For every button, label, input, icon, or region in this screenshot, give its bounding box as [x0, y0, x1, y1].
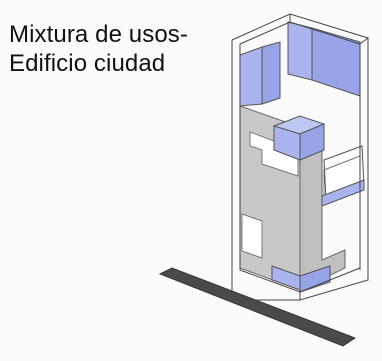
title-line-1: Mixtura de usos- — [9, 21, 188, 48]
ground-shadow — [158, 267, 357, 347]
front-opening-bottom — [241, 213, 263, 259]
diagram-title: Mixtura de usos- Edificio ciudad — [9, 20, 188, 78]
blue-balcony-strip — [321, 179, 365, 207]
blue-upper-right-side — [311, 27, 361, 97]
blue-middle-side — [299, 123, 325, 161]
blue-upper-right-front — [287, 21, 313, 81]
blue-upper-left-front — [239, 46, 263, 107]
tower-wireframe — [231, 13, 370, 301]
blue-upper-left-side — [261, 41, 281, 105]
blue-base-side — [299, 265, 331, 293]
title-line-2: Edificio ciudad — [9, 50, 166, 77]
